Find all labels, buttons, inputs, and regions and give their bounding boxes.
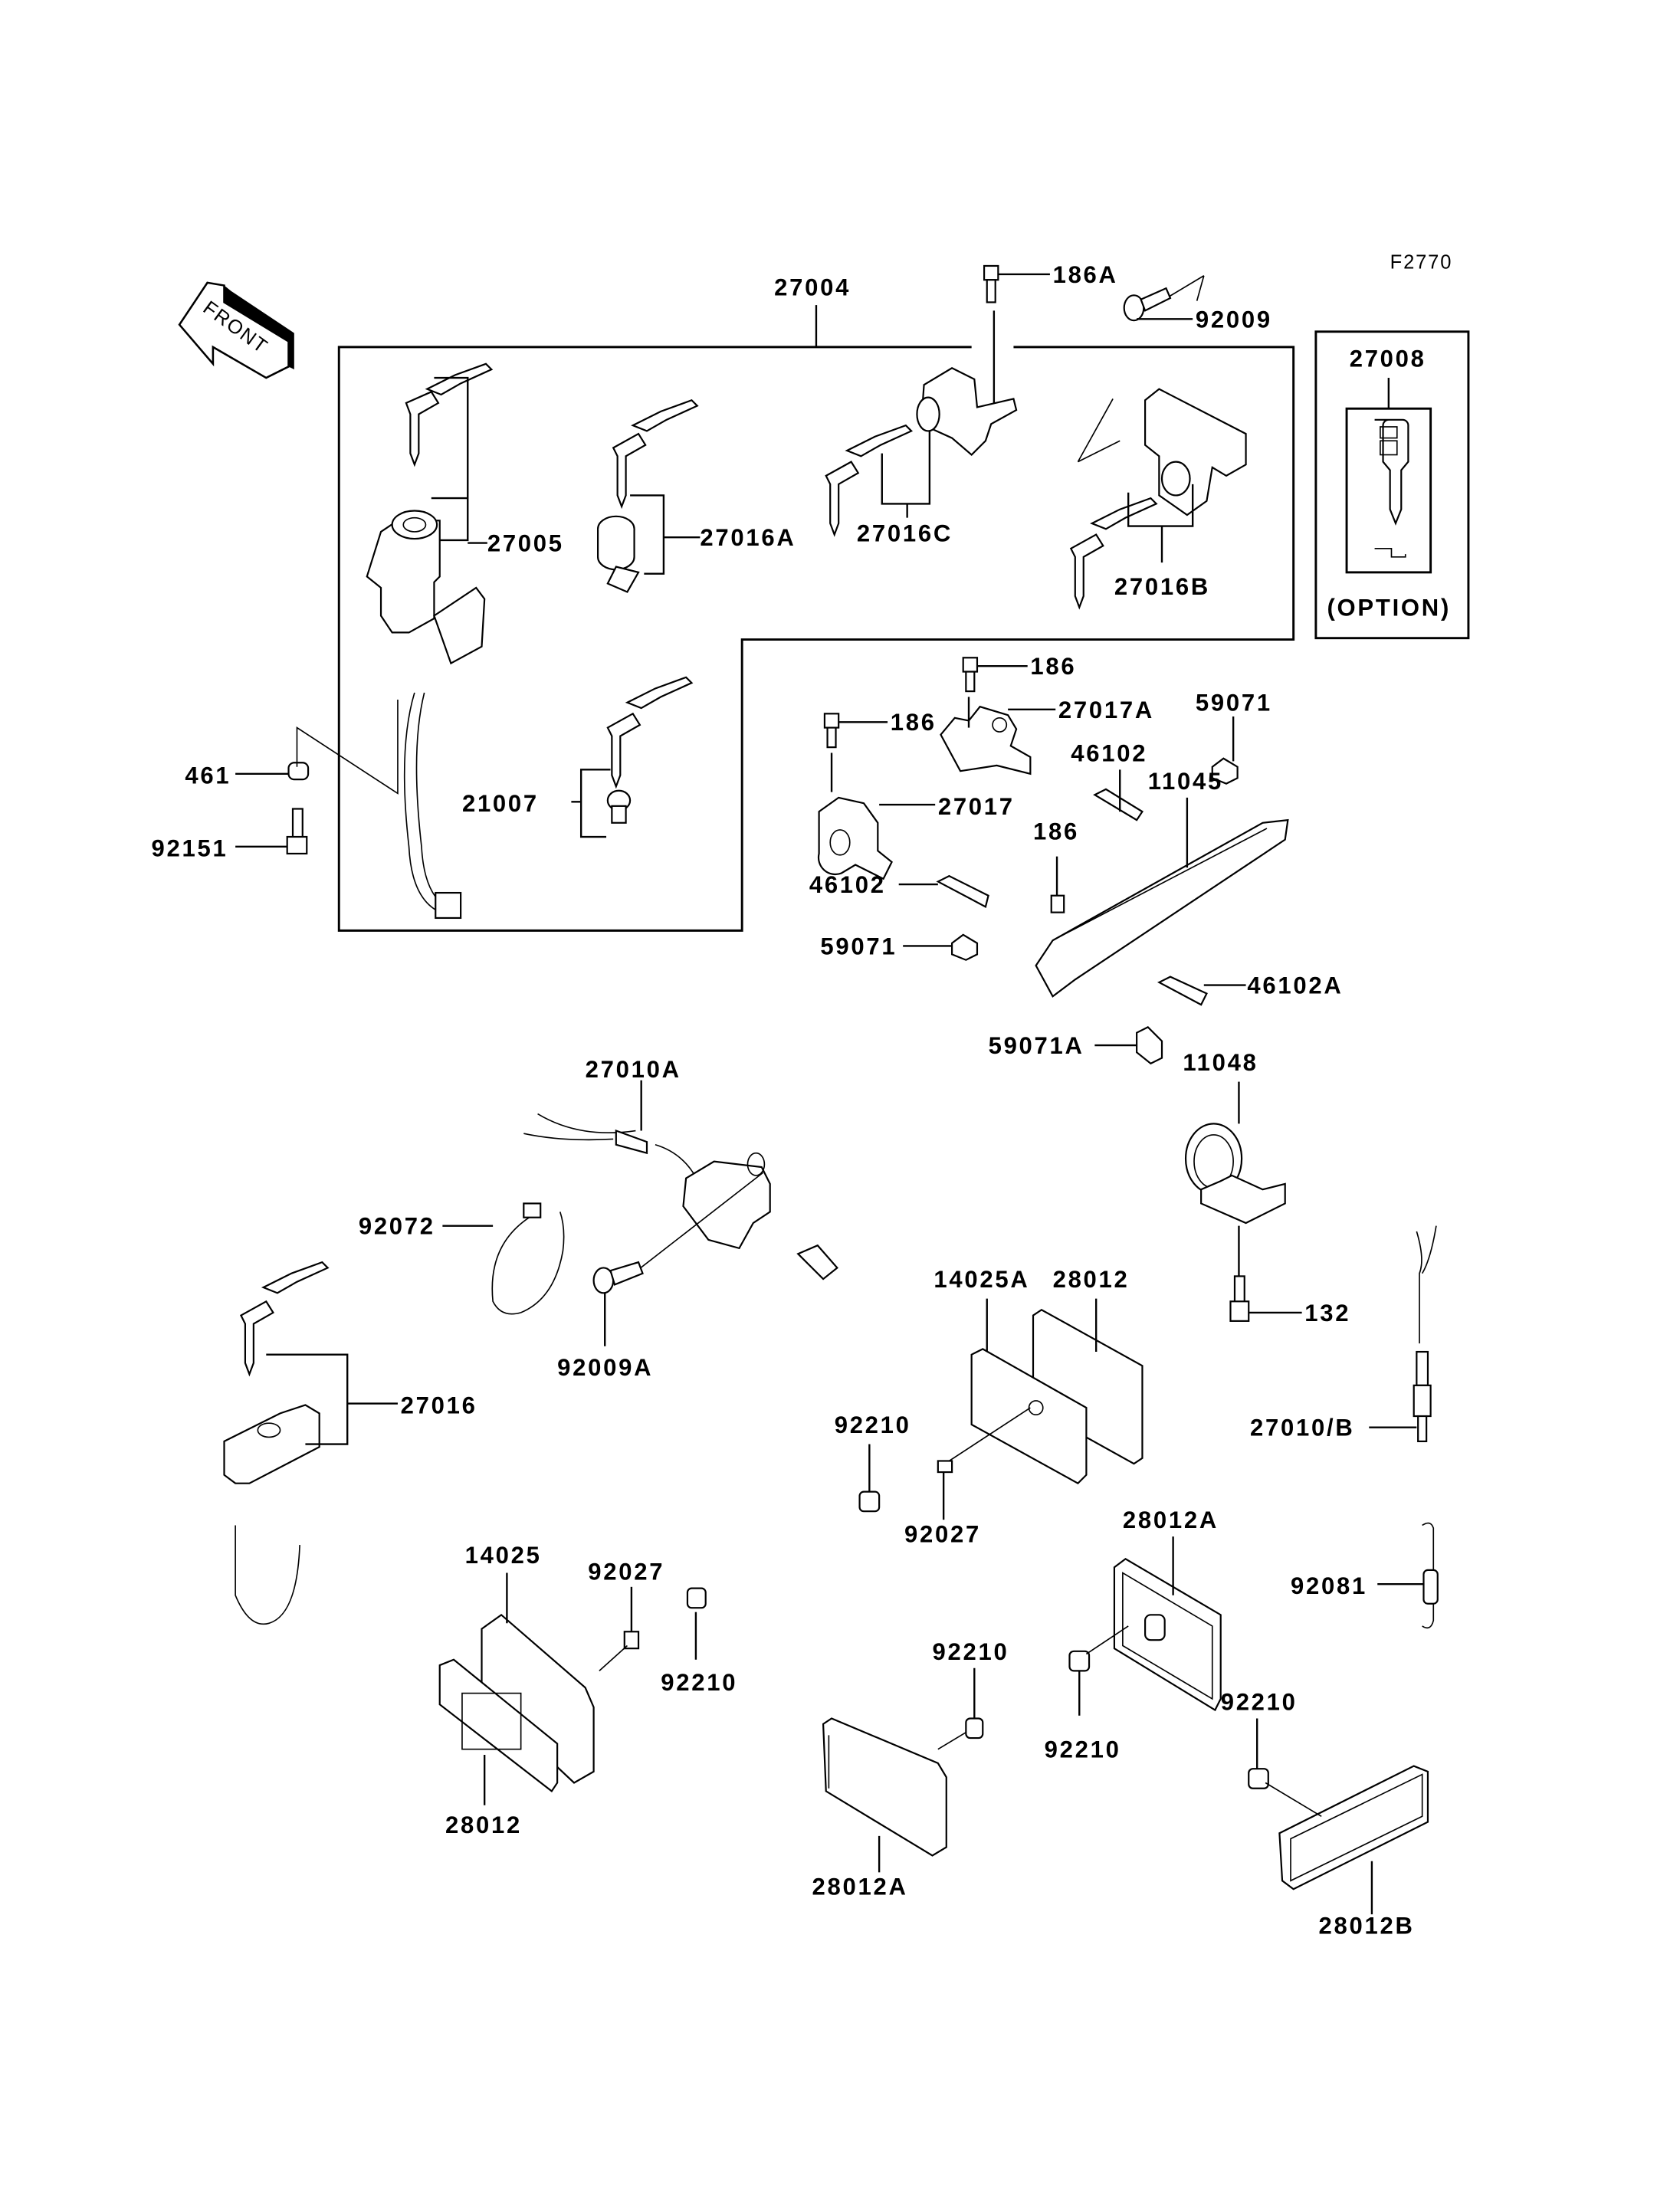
part-label-28012B: 28012B (1319, 1913, 1415, 1940)
part-label-92151: 92151 (152, 835, 228, 862)
part-label-28012-b: 28012 (445, 1812, 522, 1838)
bolt-186-icon (962, 657, 1028, 693)
part-label-28012A-top: 28012A (1123, 1507, 1219, 1533)
reflector-14025A-28012-icon (937, 1298, 1144, 1520)
switch-27010A-icon (523, 1080, 838, 1281)
part-label-132: 132 (1304, 1300, 1350, 1326)
bolt-132-icon (1229, 1275, 1302, 1322)
part-label-92009A: 92009A (557, 1354, 653, 1381)
lock-27016A-icon (596, 399, 701, 593)
part-label-461: 461 (185, 762, 231, 789)
ignition-switch-27005-icon (366, 362, 494, 920)
option-box-27008 (1314, 330, 1470, 640)
screw-92009-icon (1123, 275, 1205, 322)
part-label-186-a: 186 (1030, 653, 1076, 680)
shaft-11045-icon (1035, 797, 1289, 998)
clip-59071-icon (1211, 716, 1239, 785)
bolt-186A-icon (983, 264, 1050, 409)
part-label-27017: 27017 (938, 793, 1015, 820)
reflector-28012A-icon (1068, 1536, 1222, 1716)
bolt-186-icon (823, 713, 888, 792)
switch-27010B-icon (1369, 1225, 1437, 1442)
part-label-27004: 27004 (774, 274, 851, 300)
padlock-27016-icon (223, 1261, 398, 1625)
bracket-11048-icon (1184, 1081, 1286, 1280)
part-label-27016C: 27016C (857, 520, 953, 547)
part-label-59071A: 59071A (989, 1032, 1084, 1059)
reflector-14025-28012-icon (438, 1572, 640, 1805)
part-label-186-c: 186 (1033, 818, 1079, 845)
part-label-27016B: 27016B (1114, 573, 1210, 600)
clip-59071-icon (903, 933, 979, 961)
part-label-92027-b: 92027 (588, 1559, 664, 1585)
nut-92210-icon (858, 1444, 881, 1513)
bolt-92151-icon (235, 808, 308, 855)
part-label-11045: 11045 (1148, 768, 1223, 795)
part-label-186A: 186A (1053, 261, 1118, 288)
part-label-92027-a: 92027 (904, 1520, 981, 1547)
part-label-14025: 14025 (465, 1542, 542, 1569)
reflector-28012B-icon (1248, 1718, 1429, 1915)
part-label-92210-b: 92210 (661, 1669, 737, 1696)
lock-27016B-icon (1069, 388, 1247, 610)
part-label-27010A: 27010A (586, 1056, 681, 1083)
cable-tie-92072-icon (442, 1202, 565, 1315)
nut-92210-icon (686, 1587, 707, 1660)
part-label-28012A-bottom: 28012A (812, 1874, 907, 1900)
pin-46102A-icon (1157, 976, 1246, 1006)
part-label-11048: 11048 (1183, 1049, 1258, 1076)
front-arrow-icon: FRONT (178, 281, 294, 379)
option-label: (OPTION) (1327, 594, 1451, 621)
part-label-27016A: 27016A (700, 524, 796, 551)
part-label-92081: 92081 (1291, 1572, 1367, 1599)
part-label-92210-e: 92210 (1221, 1689, 1298, 1716)
lock-21007-icon (571, 676, 694, 838)
part-label-186-b: 186 (891, 709, 937, 736)
part-label-27005: 27005 (487, 530, 564, 556)
clamp-27017A-icon (940, 697, 1056, 776)
spring-92081-icon (1377, 1522, 1439, 1629)
pin-46102-icon (1093, 769, 1144, 821)
lock-27016C-icon (825, 367, 1018, 537)
part-label-28012-a: 28012 (1053, 1266, 1130, 1293)
part-label-92009: 92009 (1196, 306, 1272, 333)
pin-46102-icon (898, 874, 989, 908)
reflector-28012A-icon (822, 1667, 984, 1873)
nut-461-icon (235, 700, 399, 795)
part-label-21007: 21007 (462, 790, 539, 817)
part-label-27010B: 27010/B (1250, 1415, 1355, 1441)
part-label-46102-a: 46102 (1071, 739, 1147, 766)
part-label-92072: 92072 (359, 1213, 435, 1240)
clamp-27017-icon (817, 796, 936, 880)
part-label-59071-b: 59071 (820, 933, 897, 959)
part-label-27008: 27008 (1350, 345, 1426, 372)
screw-92009A-icon (592, 1261, 644, 1346)
part-label-27016: 27016 (401, 1392, 477, 1418)
clip-59071A-icon (1094, 1026, 1163, 1065)
part-label-46102A: 46102A (1247, 972, 1343, 999)
part-label-46102-b: 46102 (809, 871, 886, 898)
part-label-92210-c: 92210 (1045, 1736, 1121, 1763)
part-label-92210-d: 92210 (933, 1638, 1009, 1665)
part-label-14025A: 14025A (934, 1266, 1029, 1293)
part-label-59071-a: 59071 (1196, 690, 1272, 716)
kit-box-27004 (337, 305, 1295, 932)
figure-code: F2770 (1390, 252, 1453, 274)
part-label-27017A: 27017A (1058, 697, 1154, 723)
part-label-92210-a: 92210 (835, 1412, 911, 1438)
